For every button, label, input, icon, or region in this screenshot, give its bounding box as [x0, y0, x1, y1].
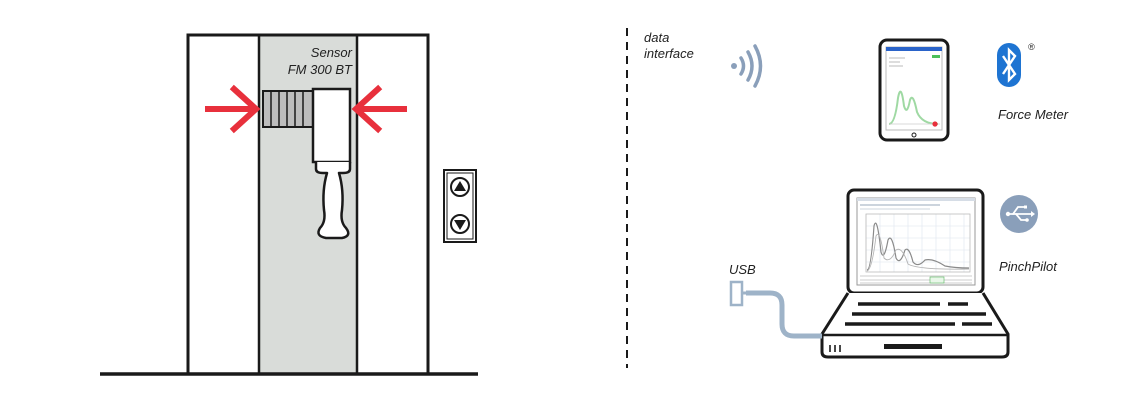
laptop-vents — [829, 345, 841, 352]
usb-icon — [1000, 195, 1038, 233]
force-arrow-right — [351, 84, 407, 134]
sensor-model-label: FM 300 BT — [288, 62, 353, 77]
laptop-ok-indicator — [929, 276, 945, 284]
force-arrow-left — [205, 84, 261, 134]
tablet-record-button — [932, 121, 938, 127]
usb-cable — [746, 290, 822, 339]
sensor-label: Sensor — [311, 45, 353, 60]
triangle-down-icon — [454, 220, 466, 230]
usb-connector — [729, 280, 746, 307]
laptop-force-curve — [866, 222, 970, 271]
sensor-body — [311, 87, 352, 164]
elevator: Sensor FM 300 BT — [100, 33, 478, 376]
wireless-signal-icon — [731, 44, 763, 88]
tablet-home-button — [911, 132, 917, 138]
usb-label: USB — [729, 262, 756, 277]
data-interface-label: data — [644, 30, 669, 45]
laptop-device — [820, 188, 1010, 359]
laptop-keyboard — [845, 302, 992, 326]
bluetooth-icon: ® — [997, 42, 1035, 87]
data-interface-label-line2: interface — [644, 46, 694, 61]
tablet-force-curve — [888, 90, 939, 125]
force-meter-label: Force Meter — [998, 107, 1069, 122]
laptop-results-table — [860, 275, 972, 284]
tablet-device — [878, 38, 950, 142]
triangle-up-icon — [454, 181, 466, 191]
laptop-touchpad — [884, 344, 942, 349]
elevator-frame — [186, 33, 430, 373]
bluetooth-registered-mark: ® — [1028, 42, 1035, 52]
sensor-pad — [262, 90, 314, 128]
pinchpilot-label: PinchPilot — [999, 259, 1058, 274]
elevator-call-panel — [443, 169, 477, 243]
sensor-handle — [314, 162, 352, 240]
laptop-screen — [856, 197, 976, 286]
